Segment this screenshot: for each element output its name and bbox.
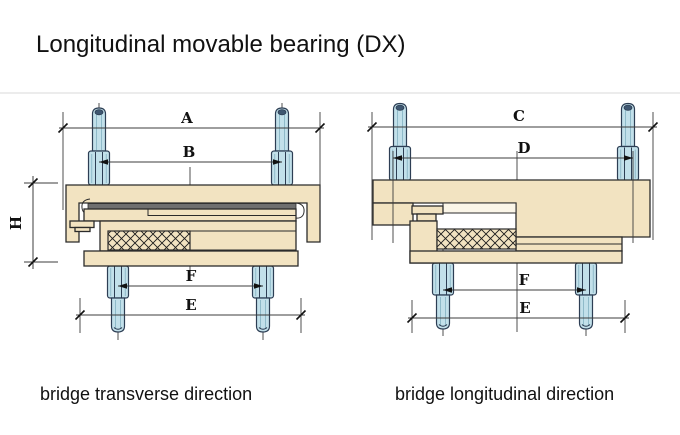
right-dim-c: C xyxy=(366,107,659,240)
elastomer-outline xyxy=(107,230,191,251)
left-dim-e: E xyxy=(74,296,307,333)
figure-title: Longitudinal movable bearing (DX) xyxy=(36,31,406,58)
right-dim-f: F xyxy=(443,271,586,293)
right-dim-e: E xyxy=(406,299,631,333)
dim-label-e: E xyxy=(519,299,530,317)
bottom-plate xyxy=(409,250,623,264)
left-dim-f: F xyxy=(118,267,263,289)
guide-tab-lower xyxy=(416,213,437,222)
side-tab-upper xyxy=(69,220,95,229)
left-caption: bridge transverse direction xyxy=(40,384,252,404)
guide-tab-upper xyxy=(411,205,444,215)
right-bottom-anchor-bolts xyxy=(431,262,598,330)
dim-label-b: B xyxy=(183,143,196,161)
anchor-bolt xyxy=(431,262,455,330)
left-dim-a: A xyxy=(57,109,326,210)
anchor-bolt xyxy=(270,107,294,186)
anchor-bolt xyxy=(106,265,130,333)
dim-label-e: E xyxy=(185,296,196,314)
anchor-bolt xyxy=(251,265,275,333)
bottom-plate xyxy=(83,250,299,267)
anchor-bolt xyxy=(574,262,598,330)
sliding-recess xyxy=(442,202,517,214)
dim-label-f: F xyxy=(519,271,530,289)
right-caption: bridge longitudinal direction xyxy=(395,384,614,404)
left-bearing-body xyxy=(65,184,321,267)
right-view: C D F E bridge longitudinal direc xyxy=(366,102,659,404)
right-bearing-body xyxy=(372,179,651,264)
dim-label-d: D xyxy=(517,139,530,157)
dim-label-h: H xyxy=(7,216,25,230)
right-dim-d: D xyxy=(392,139,634,243)
right-retainer-hook xyxy=(294,202,305,219)
elastomer-crosshatch xyxy=(108,231,190,250)
elastomer-crosshatch xyxy=(437,229,516,249)
dim-label-c: C xyxy=(513,107,525,125)
left-dim-h: H xyxy=(7,176,58,269)
dim-label-a: A xyxy=(180,109,193,127)
left-view: A B H F xyxy=(7,103,326,404)
stainless-sliding-plate xyxy=(87,203,297,210)
anchor-bolt xyxy=(616,102,640,182)
anchor-bolt xyxy=(87,107,111,186)
elastomer-outline xyxy=(436,228,517,250)
plate-step-line xyxy=(147,209,296,216)
side-tab-lower xyxy=(74,226,91,233)
left-dim-b: B xyxy=(99,143,282,165)
dim-label-f: F xyxy=(186,267,197,285)
